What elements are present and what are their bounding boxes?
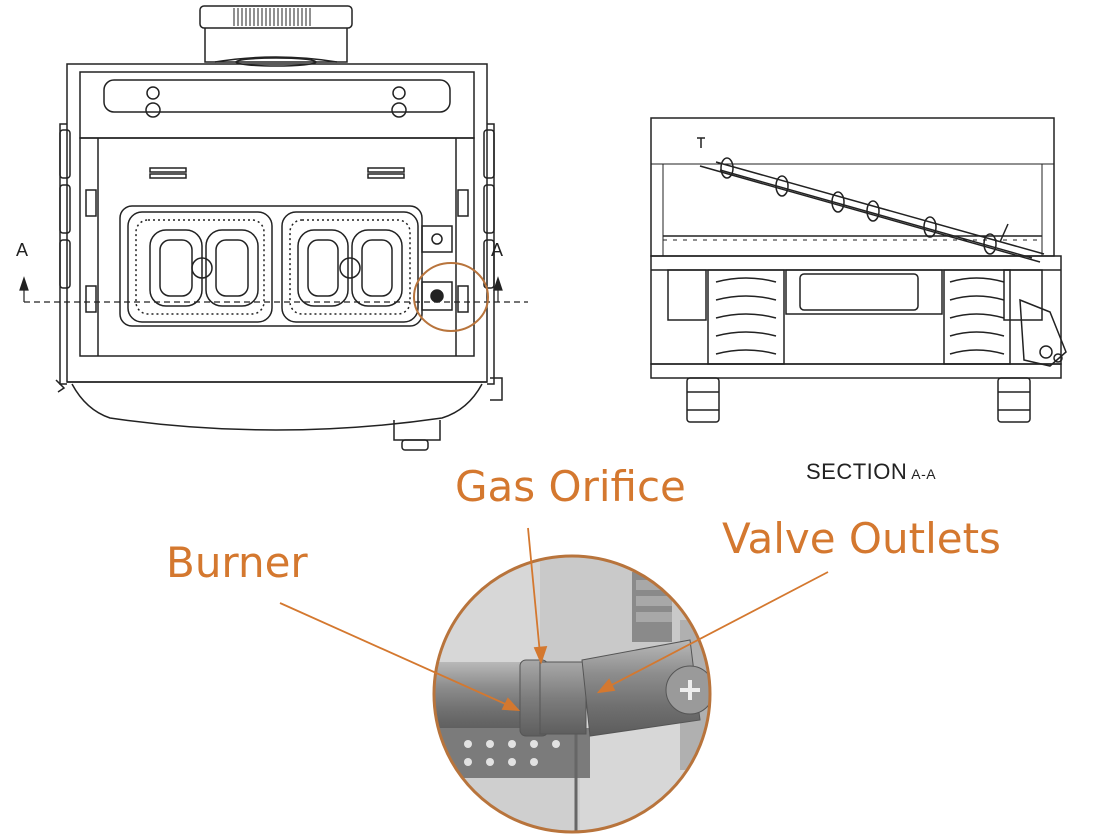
section-line-a-a — [19, 276, 528, 303]
section-marker-left: A — [16, 240, 29, 260]
section-view-drawing — [650, 117, 1067, 423]
section-marker-right: A — [491, 240, 504, 260]
callout-burner: Burner — [166, 538, 308, 587]
highlight-ring — [413, 262, 489, 332]
gas-orifice-leader — [527, 527, 541, 655]
top-view-drawing — [55, 5, 503, 451]
section-title-word: SECTION — [806, 459, 908, 484]
callout-valve-outlets: Valve Outlets — [722, 514, 1001, 563]
zoom-detail — [432, 554, 712, 834]
valve-outlets-leader — [605, 571, 829, 689]
section-title-sub: A-A — [911, 466, 937, 482]
callout-gas-orifice: Gas Orifice — [455, 462, 686, 511]
burner-leader — [279, 602, 513, 708]
leader-lines — [279, 527, 829, 712]
